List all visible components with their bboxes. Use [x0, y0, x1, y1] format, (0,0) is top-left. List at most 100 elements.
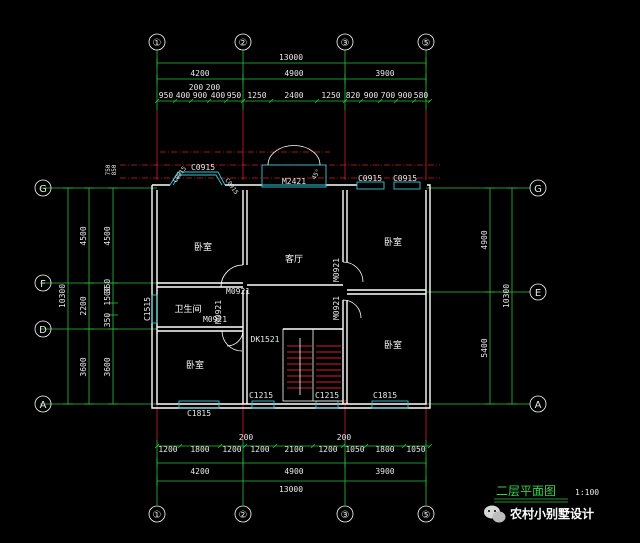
- dimension-tick: [172, 98, 178, 104]
- room-bedroom-top-left: 卧室: [194, 241, 212, 253]
- dim-left-mid-2: 2200: [79, 296, 88, 315]
- dim-bottom-detail-6: 1200: [318, 445, 337, 454]
- dimension-tick: [427, 443, 433, 449]
- label-c0915-c: C0915: [223, 177, 239, 196]
- dimension-tick: [268, 98, 274, 104]
- windows: [151, 145, 421, 409]
- dim-top-detail-13: 580: [414, 91, 429, 100]
- room-bedroom-bottom-right: 卧室: [384, 339, 402, 351]
- label-angle: 45°: [311, 168, 322, 181]
- label-m2421: M2421: [282, 177, 306, 186]
- staircase: [282, 328, 344, 402]
- watermark: 农村小别墅设计: [484, 505, 594, 523]
- dim-bottom-small-1: 200: [239, 433, 254, 442]
- dim-bottom-mid-2: 4900: [284, 467, 303, 476]
- dim-bottom-detail-2: 1800: [190, 445, 209, 454]
- room-living-room: 客厅: [285, 253, 303, 265]
- axis-left-d: D: [39, 325, 47, 336]
- dimension-tick: [427, 98, 433, 104]
- axis-right-e: E: [535, 288, 541, 299]
- watermark-text: 农村小别墅设计: [509, 506, 594, 521]
- dim-top-detail-11: 700: [381, 91, 396, 100]
- dim-bottom-detail-4: 1200: [250, 445, 269, 454]
- axis-bubbles-top: ① ② ③ ⑤: [148, 33, 435, 51]
- dim-left-outer: 10300: [58, 284, 67, 308]
- dimension-tick: [272, 443, 278, 449]
- label-m0921-b: M0921: [214, 300, 223, 324]
- dimension-tick: [340, 443, 346, 449]
- dim-top-mid-3: 3900: [375, 69, 394, 78]
- room-bedroom-top-right: 卧室: [384, 236, 402, 248]
- axis-right-a: A: [535, 400, 542, 411]
- dim-bottom-mid-1: 4200: [190, 467, 209, 476]
- label-c1515: C1515: [143, 297, 152, 321]
- label-c1815-a: C1815: [187, 409, 211, 418]
- label-c0915-d: C0915: [358, 174, 382, 183]
- dim-left-inner-3: 350: [103, 279, 112, 294]
- wechat-icon: [484, 505, 506, 523]
- axis-left-a: A: [40, 400, 47, 411]
- dimension-tick: [377, 98, 383, 104]
- dim-top-total: 13000: [279, 53, 303, 62]
- label-m0921-a: M0921: [226, 287, 250, 296]
- room-bedroom-bottom-left: 卧室: [186, 359, 204, 371]
- axis-bubbles-right: G E A: [529, 179, 547, 413]
- dim-top-detail-8: 1250: [321, 91, 340, 100]
- dim-right-mid-1: 4900: [480, 230, 489, 249]
- axis-top-2: ②: [239, 38, 248, 49]
- room-bathroom: 卫生间: [174, 303, 201, 315]
- axis-top-3: ③: [341, 38, 350, 49]
- label-c0915-a: C0915: [191, 163, 215, 172]
- dim-bottom-total: 13000: [279, 485, 303, 494]
- dim-left-inner-4: 350: [103, 313, 112, 328]
- axis-right-g: G: [534, 184, 542, 195]
- dimension-tick: [314, 98, 320, 104]
- dim-left-mid-3: 3600: [79, 357, 88, 376]
- dimension-tick: [393, 98, 399, 104]
- dimension-tick: [358, 98, 364, 104]
- label-c1215-b: C1215: [315, 391, 339, 400]
- dimension-tick: [411, 98, 417, 104]
- dim-bottom-detail-1: 1200: [158, 445, 177, 454]
- dim-top-detail-10: 900: [364, 91, 379, 100]
- dimension-tick: [206, 98, 212, 104]
- dim-bottom-detail-3: 1200: [222, 445, 241, 454]
- dimension-tick: [188, 98, 194, 104]
- dim-left-vert-2: 850: [111, 164, 118, 175]
- dim-left-inner-5: 3600: [103, 357, 112, 376]
- dim-bottom-small-2: 200: [337, 433, 352, 442]
- axis-bottom-3: ③: [341, 510, 350, 521]
- dim-top-detail-5: 950: [227, 91, 242, 100]
- label-c1215-a: C1215: [249, 391, 273, 400]
- dim-bottom-detail-5: 2100: [284, 445, 303, 454]
- dim-top-detail-4: 400: [211, 91, 226, 100]
- dim-bottom-mid-3: 3900: [375, 467, 394, 476]
- dimension-tick: [177, 443, 183, 449]
- dim-top-detail-12: 900: [398, 91, 413, 100]
- axis-bubbles-bottom: ① ② ③ ⑤: [148, 505, 435, 523]
- dim-top-mid-2: 4900: [284, 69, 303, 78]
- label-m0921-d: M0921: [332, 258, 341, 282]
- drawing-scale: 1:100: [575, 488, 599, 497]
- label-dk1521: DK1521: [251, 335, 280, 344]
- dim-top-detail-6: 1250: [247, 91, 266, 100]
- walls: [151, 184, 431, 409]
- axis-left-g: G: [39, 184, 47, 195]
- dim-bottom-detail-8: 1800: [375, 445, 394, 454]
- dim-top-detail-7: 2400: [284, 91, 303, 100]
- dimension-tick: [223, 98, 229, 104]
- axis-bottom-1: ①: [153, 510, 162, 521]
- dim-top-detail-9: 820: [346, 91, 361, 100]
- dimension-tick: [401, 443, 407, 449]
- dim-top-detail-1: 950: [159, 91, 174, 100]
- dimension-texts: 13000 4200 4900 3900 200 200 950 400 900…: [58, 53, 511, 494]
- dimension-tick: [242, 443, 248, 449]
- dim-right-total: 10300: [502, 284, 511, 308]
- axis-top-1: ①: [153, 38, 162, 49]
- dim-top-detail-2: 400: [176, 91, 191, 100]
- axis-left-f: F: [40, 279, 46, 290]
- label-c1815-b: C1815: [373, 391, 397, 400]
- dimension-tick: [363, 443, 369, 449]
- dim-top-mid-1: 4200: [190, 69, 209, 78]
- dim-top-small-1: 200: [189, 83, 204, 92]
